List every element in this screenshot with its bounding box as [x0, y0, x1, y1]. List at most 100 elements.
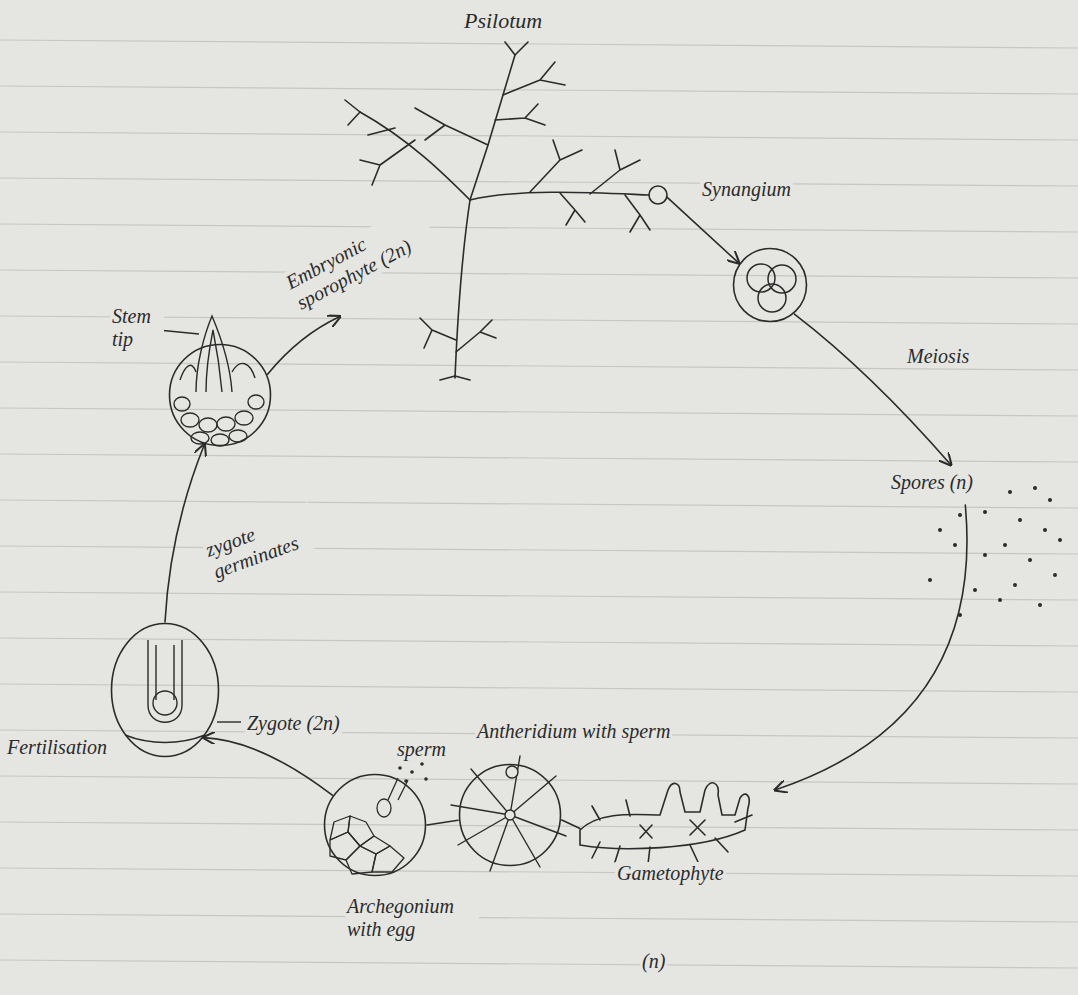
- ruled-lines-part: [0, 500, 1078, 508]
- embryo-detail-part: [211, 434, 229, 446]
- psilotum-plant-part: [560, 193, 585, 225]
- ruled-lines-part: [0, 408, 1078, 416]
- ruled-lines: [0, 40, 1078, 968]
- connecting-line: [427, 820, 458, 825]
- archegonium-detail-part: [388, 778, 408, 800]
- outline: [458, 763, 562, 867]
- outline: [168, 343, 272, 447]
- psilotum-plant: [345, 42, 667, 380]
- psilotum-plant-part: [360, 112, 470, 200]
- synangium-circle: Synangium: [732, 247, 808, 323]
- synangium-circle-outline: [734, 249, 807, 322]
- antheridium-circle-outline: [460, 765, 561, 866]
- outline: [323, 773, 427, 877]
- cycle-arrow: [775, 505, 967, 790]
- zygote-detail-part: [125, 735, 205, 743]
- outline: [110, 622, 220, 758]
- cycle-arrow: [165, 445, 204, 623]
- ruled-lines-part: [0, 132, 1078, 140]
- gametophyte-thallus-part: [592, 800, 752, 822]
- embryo-detail-part: [199, 418, 217, 432]
- spore-dots-part: [983, 510, 987, 514]
- archegonium-circle: Archegonium with egg: [323, 773, 427, 877]
- embryo-circle: Stem tip: [168, 343, 272, 447]
- antheridium-detail: [451, 756, 566, 871]
- archegonium-detail: [330, 778, 408, 874]
- gametophyte-thallus-part: [640, 820, 705, 838]
- zygote-detail: [125, 640, 241, 743]
- zygote-detail-part: [217, 721, 241, 722]
- gametophyte-thallus-part: [580, 783, 749, 849]
- step-label: Embryonic sporophyte (2n): [280, 203, 438, 316]
- archegonium-detail-part: [377, 799, 391, 817]
- archegonium-detail-part: [360, 836, 390, 854]
- archegonium-detail-part: [372, 846, 404, 872]
- spore-dots-part: [1058, 538, 1062, 542]
- spore-dots-part: [1018, 518, 1022, 522]
- embryo-detail-part: [206, 330, 222, 392]
- gametophyte-thallus: Gametophyte: [575, 790, 775, 900]
- spore-dots: [928, 486, 1062, 617]
- spore-dots-part: [928, 578, 932, 582]
- ruled-lines-part: [0, 638, 1078, 646]
- cycle-arrow: [667, 197, 739, 263]
- zygote-detail-part: [148, 640, 182, 722]
- archegonium-circle-outline: [325, 775, 426, 876]
- psilotum-plant-part: [420, 318, 456, 348]
- psilotum-plant-part: [415, 108, 488, 145]
- embryo-circle-outline: [170, 345, 271, 446]
- sperm-dots-part: [404, 779, 408, 783]
- stage-label: Synangium: [700, 178, 793, 201]
- cycle-arrow: [204, 738, 333, 796]
- antheridium-circle: Antheridium with sperm: [458, 763, 562, 867]
- connecting-line: [562, 820, 580, 829]
- psilotum-plant-part: [440, 376, 470, 380]
- psilotum-plant-part: [590, 150, 640, 194]
- spore-dots-part: [958, 513, 962, 517]
- embryo-detail-part: [235, 411, 253, 425]
- zygote-ellipse-outline: [112, 624, 219, 757]
- stage-label: Spores (n): [889, 471, 975, 494]
- sperm-dots-part: [398, 766, 402, 770]
- psilotum-plant-part: [495, 104, 545, 125]
- spore-dots-part: [1038, 603, 1042, 607]
- antheridium-detail-part: [506, 766, 518, 778]
- stage-label: Psilotum: [462, 8, 544, 33]
- sperm-dots-part: [424, 777, 428, 781]
- sperm-dots: [398, 762, 428, 783]
- spore-dots-part: [1008, 490, 1012, 494]
- spore-dots-part: [1053, 573, 1057, 577]
- spore-dots-part: [973, 588, 977, 592]
- spore-dots-part: [1043, 528, 1047, 532]
- psilotum-plant-part: [503, 62, 565, 95]
- ruled-lines-part: [0, 224, 1078, 232]
- archegonium-detail-part: [330, 816, 350, 840]
- gametophyte-thallus-part: [592, 838, 728, 864]
- psilotum-plant-part: [456, 320, 496, 352]
- embryo-detail-part: [174, 397, 190, 411]
- embryo-detail-part: [158, 330, 199, 334]
- note-label: sperm: [395, 738, 448, 761]
- ruled-lines-part: [0, 914, 1078, 922]
- step-label: Fertilisation: [5, 736, 109, 759]
- sperm-dots-part: [420, 762, 424, 766]
- step-label: zygote germinates: [201, 502, 324, 584]
- psilotum-plant-part: [505, 42, 528, 55]
- ruled-lines-part: [0, 40, 1078, 48]
- embryo-detail-part: [248, 395, 264, 409]
- archegonium-detail-part: [348, 816, 374, 846]
- stage-label: Stem tip: [110, 305, 164, 351]
- spore-dots-part: [1033, 486, 1037, 490]
- embryo-detail-part: [229, 430, 247, 442]
- spore-dots-part: [1013, 583, 1017, 587]
- psilotum-plant-part: [625, 195, 650, 232]
- cycle-arrow: [794, 314, 951, 465]
- ruled-lines-part: [0, 546, 1078, 554]
- stage-label: Antheridium with sperm: [475, 720, 672, 743]
- ruled-lines-part: [0, 86, 1078, 94]
- zygote-ellipse: Zygote (2n): [110, 622, 220, 758]
- outline: [732, 247, 808, 323]
- spore-dots-part: [1028, 558, 1032, 562]
- ruled-lines-part: [0, 868, 1078, 876]
